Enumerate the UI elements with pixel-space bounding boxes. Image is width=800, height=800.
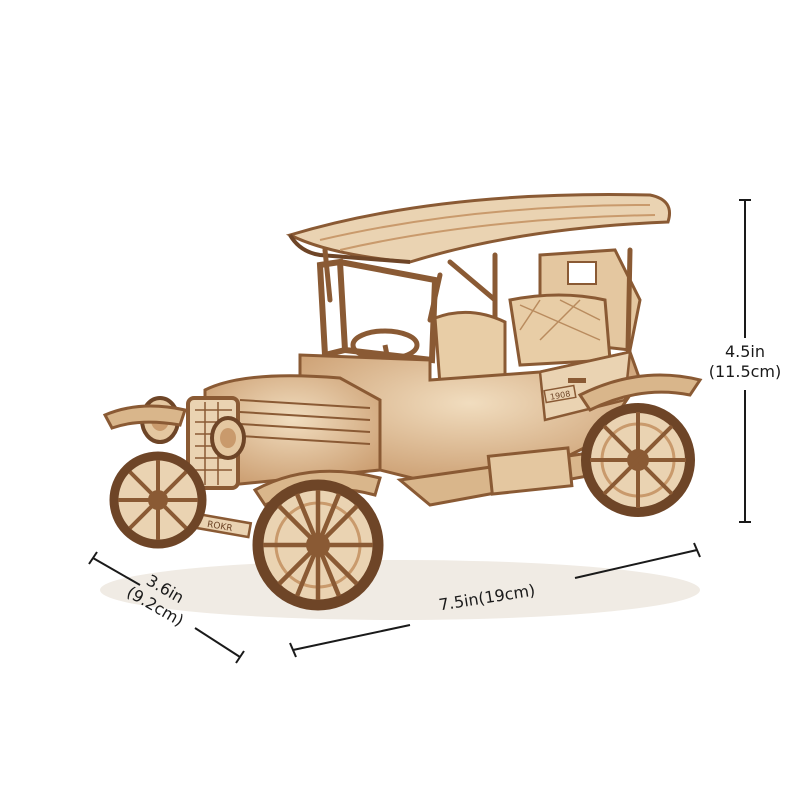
door-handle: [568, 378, 586, 383]
front-fender-left: [102, 404, 187, 430]
rear-window: [567, 261, 597, 285]
width-dimension-line: [289, 542, 701, 658]
ground-shadow: [100, 560, 700, 620]
hood-vents: [239, 399, 371, 445]
height-dimension-line: [739, 199, 751, 523]
wheel-front-left: [109, 451, 207, 549]
height-inches: 4.5in: [724, 342, 766, 361]
roof-front-edge: [288, 233, 411, 264]
front-plate-text: ROKR: [206, 520, 233, 534]
wheel-rear: [581, 403, 695, 517]
height-cm: (11.5cm): [708, 362, 782, 381]
toolbox: [486, 446, 574, 496]
plate-text: 1908: [549, 389, 571, 401]
wheel-front-right: [252, 479, 384, 611]
rear-fender: [577, 373, 703, 412]
front-seat: [433, 310, 507, 387]
rear-plate: 1908: [543, 384, 577, 404]
height-dimension-label: 4.5in (11.5cm): [700, 342, 790, 382]
rear-seat: [508, 293, 612, 367]
roof-stripes: [319, 204, 656, 251]
seat-quilting: [519, 299, 601, 341]
depth-dimension-line: [88, 551, 245, 664]
headlight-right: [210, 416, 246, 460]
